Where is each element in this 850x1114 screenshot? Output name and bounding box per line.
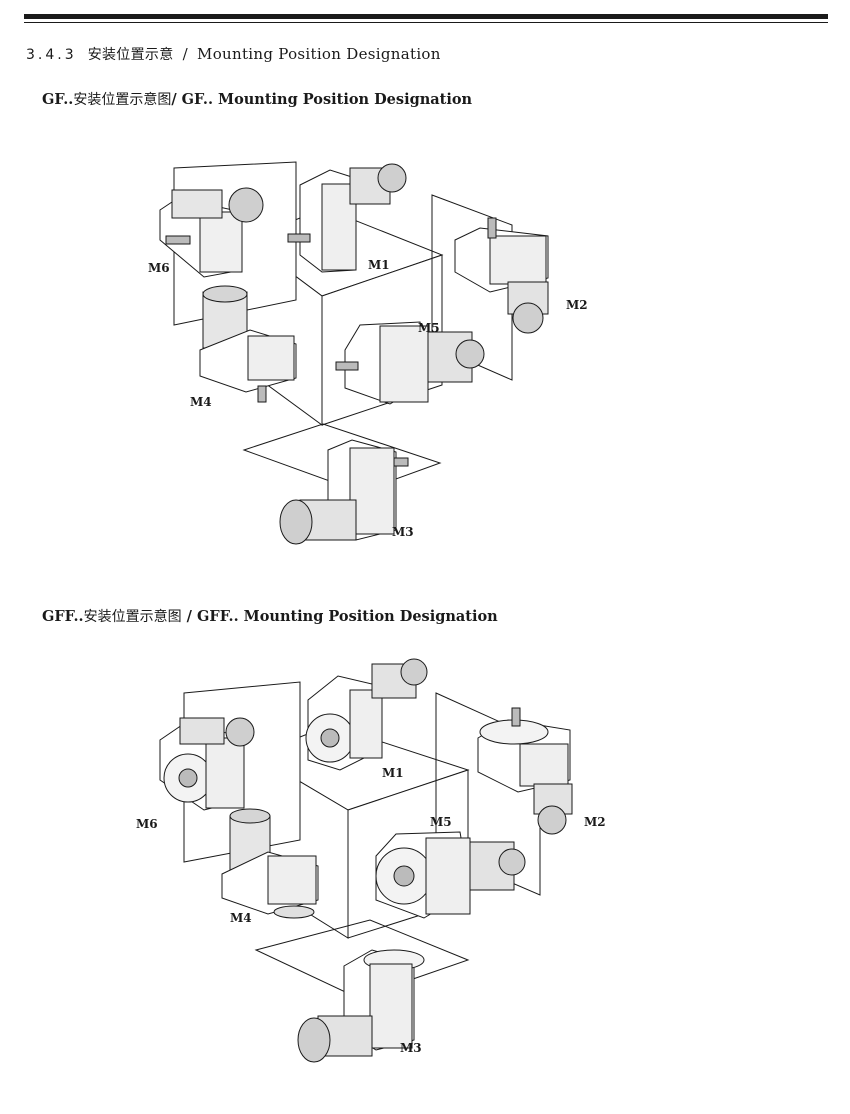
label-m6b: M6 bbox=[136, 817, 158, 831]
gearmotor-m4b bbox=[221, 808, 319, 919]
section-title: 3.4.3 安装位置示意 / Mounting Position Designa… bbox=[26, 44, 441, 64]
gearmotor-m3 bbox=[279, 439, 409, 545]
figure-title-gff-en: / GFF.. Mounting Position Designation bbox=[181, 608, 498, 625]
section-title-sep: / bbox=[182, 45, 188, 63]
label-m5b: M5 bbox=[430, 815, 452, 829]
figure-title-gf-cn: 安装位置示意图 bbox=[73, 92, 172, 108]
header-rule-thin bbox=[24, 22, 828, 23]
label-m2b: M2 bbox=[584, 815, 606, 829]
mounting-diagram-gff: M6 M1 M2 M5 M4 M3 bbox=[136, 658, 606, 1063]
gearmotor-m5b bbox=[375, 831, 526, 919]
gearmotor-m2b bbox=[477, 707, 573, 835]
gearmotor-m2 bbox=[454, 217, 549, 334]
figure-title-gff-prefix: GFF.. bbox=[42, 608, 84, 625]
label-m1b: M1 bbox=[382, 766, 404, 780]
gearmotor-m1 bbox=[287, 163, 407, 273]
gearmotor-m1b bbox=[305, 658, 428, 771]
label-m6: M6 bbox=[148, 261, 170, 275]
figure-title-gf: GF..安装位置示意图/ GF.. Mounting Position Desi… bbox=[42, 89, 472, 109]
plane-m3 bbox=[242, 423, 442, 493]
label-m4b: M4 bbox=[230, 911, 252, 925]
label-m2: M2 bbox=[566, 298, 588, 312]
section-title-en: Mounting Position Designation bbox=[197, 45, 441, 63]
section-number: 3.4.3 bbox=[26, 47, 77, 63]
figure-title-gf-prefix: GF.. bbox=[42, 91, 74, 108]
header-rule-thick bbox=[24, 14, 828, 19]
plane-m2 bbox=[431, 194, 513, 381]
gearmotor-m6b bbox=[159, 717, 255, 811]
gearmotor-m3b bbox=[297, 949, 425, 1063]
figure-title-gf-en: / GF.. Mounting Position Designation bbox=[171, 91, 473, 108]
section-title-cn: 安装位置示意 bbox=[87, 47, 174, 63]
label-m4: M4 bbox=[190, 395, 212, 409]
gearmotor-m4 bbox=[199, 285, 297, 403]
mounting-diagram-gf: M6 M1 M2 M5 M4 M3 bbox=[148, 161, 588, 545]
label-m3b: M3 bbox=[400, 1041, 422, 1055]
gearmotor-m6 bbox=[159, 187, 264, 278]
label-m5: M5 bbox=[418, 321, 440, 335]
figure-title-gff: GFF..安装位置示意图 / GFF.. Mounting Position D… bbox=[42, 606, 498, 626]
plane-m3b bbox=[254, 919, 470, 999]
gearmotor-m5 bbox=[335, 321, 485, 405]
label-m3: M3 bbox=[392, 525, 414, 539]
label-m1: M1 bbox=[368, 258, 390, 272]
figure-title-gff-cn: 安装位置示意图 bbox=[83, 609, 182, 625]
